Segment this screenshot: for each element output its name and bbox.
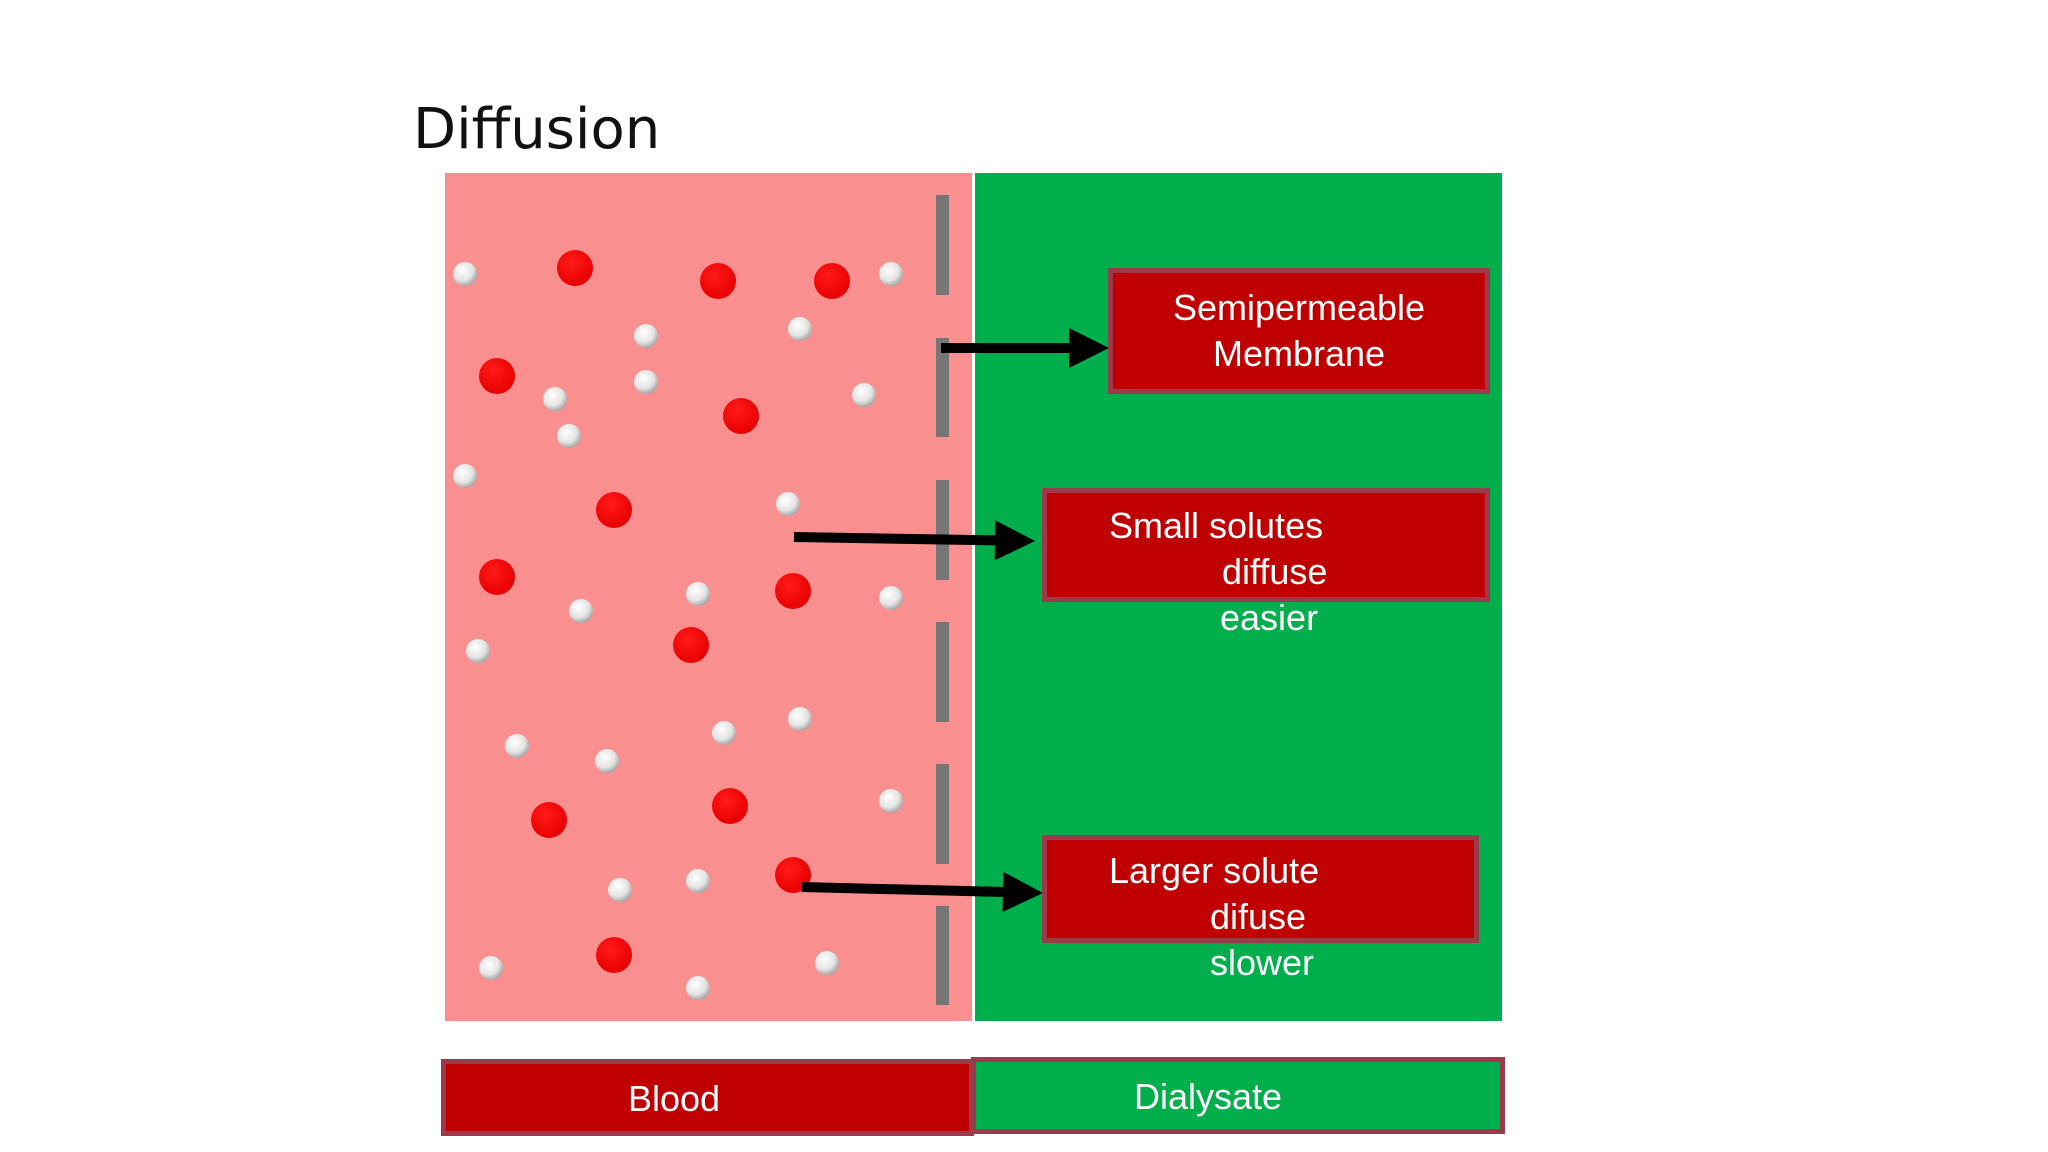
membrane-segment — [936, 195, 949, 295]
membrane-segment — [936, 622, 949, 722]
large-solute-particle — [712, 788, 748, 824]
arrow-shaft — [801, 882, 1006, 898]
blood-side-line2: side — [628, 1122, 969, 1131]
large-solute-particle — [814, 263, 850, 299]
small-solute-particle — [686, 582, 710, 606]
small-solute-particle — [569, 599, 593, 623]
semipermeable-membrane — [936, 195, 949, 1005]
blood-side-line1: Blood — [628, 1078, 721, 1119]
small-solute-particle — [479, 956, 503, 980]
large-solute-particle — [596, 937, 632, 973]
small-solute-particle — [634, 370, 658, 394]
dialysate-side-line1: Dialysate — [1134, 1076, 1283, 1117]
large-solute-particle — [531, 802, 567, 838]
right-arrow-icon — [994, 520, 1035, 561]
small-solute-particle — [505, 734, 529, 758]
small-solute-particle — [686, 976, 710, 1000]
dialysate-side-line2: side — [1134, 1120, 1500, 1129]
large-solute-particle — [596, 492, 632, 528]
membrane-segment — [936, 480, 949, 580]
larger-solute-line3: slower — [1210, 942, 1315, 983]
small-solute-particle — [712, 721, 736, 745]
arrow-shaft — [793, 532, 998, 546]
membrane-label-line2: Membrane — [1212, 333, 1386, 374]
membrane-segment — [936, 338, 949, 437]
membrane-segment — [936, 764, 949, 864]
membrane-label-line1: Semipermeable — [1172, 287, 1426, 328]
semipermeable-membrane-label: Semipermeable Membrane — [1108, 268, 1490, 394]
larger-solute-line1: Larger solute — [1109, 850, 1320, 891]
small-solute-particle — [595, 749, 619, 773]
large-solute-particle — [673, 627, 709, 663]
small-solute-particle — [453, 464, 477, 488]
small-solute-particle — [557, 424, 581, 448]
membrane-segment — [936, 906, 949, 1005]
small-solute-particle — [634, 324, 658, 348]
small-solute-particle — [879, 789, 903, 813]
solute-particles — [453, 250, 903, 1000]
large-solute-particle — [700, 263, 736, 299]
small-solute-particle — [852, 383, 876, 407]
panel-divider — [972, 173, 975, 1021]
large-solute-particle — [775, 573, 811, 609]
large-solute-particle — [775, 857, 811, 893]
large-solute-particle — [479, 559, 515, 595]
small-solutes-line2: diffuse — [1222, 551, 1328, 592]
small-solute-particle — [788, 317, 812, 341]
small-solute-particle — [879, 262, 903, 286]
small-solutes-line1: Small solutes — [1109, 505, 1324, 546]
small-solute-particle — [686, 869, 710, 893]
small-solutes-label: Small solutes diffuse easier — [1042, 488, 1490, 638]
larger-solute-label: Larger solute difuse slower — [1042, 835, 1479, 983]
small-solute-particle — [466, 639, 490, 663]
dialysate-side-legend: Dialysate side — [971, 1057, 1505, 1134]
small-solute-particle — [776, 492, 800, 516]
blood-side-legend: Blood side — [441, 1059, 974, 1136]
small-solute-particle — [543, 387, 567, 411]
right-arrow-icon — [1069, 328, 1109, 368]
large-solute-particle — [723, 398, 759, 434]
large-solute-particle — [479, 358, 515, 394]
right-arrow-icon — [1002, 872, 1043, 912]
small-solute-particle — [608, 878, 632, 902]
small-solute-particle — [879, 586, 903, 610]
arrows — [793, 328, 1109, 912]
small-solutes-line3: easier — [1220, 597, 1319, 638]
small-solute-particle — [815, 951, 839, 975]
slide-title: Diffusion — [413, 97, 661, 162]
small-solute-particle — [453, 262, 477, 286]
small-solute-particle — [788, 707, 812, 731]
larger-solute-line2: difuse — [1210, 896, 1307, 937]
large-solute-particle — [557, 250, 593, 286]
